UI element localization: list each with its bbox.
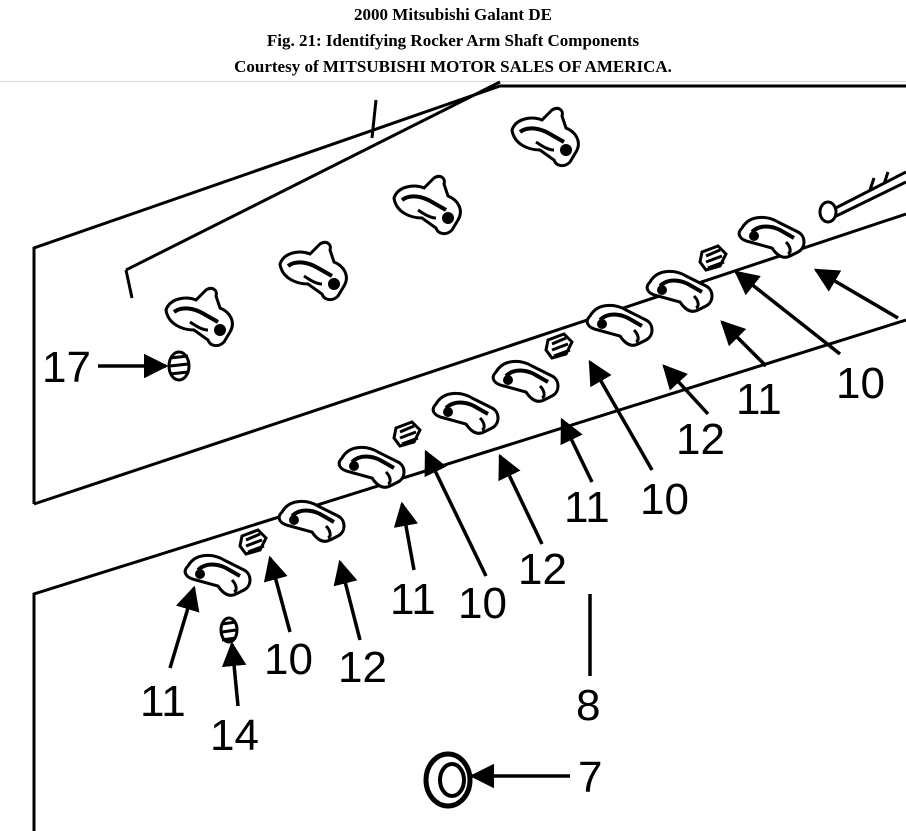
callout-7: 7	[578, 753, 602, 802]
callout-10-a: 10	[836, 359, 885, 408]
callout-11-c: 11	[390, 575, 436, 624]
callout-11-b: 11	[564, 483, 610, 532]
courtesy-line: Courtesy of MITSUBISHI MOTOR SALES OF AM…	[234, 57, 672, 76]
figure-caption: Fig. 21: Identifying Rocker Arm Shaft Co…	[266, 31, 640, 50]
spring-part-14	[219, 616, 239, 644]
callout-12-b: 12	[676, 415, 725, 464]
valve-adjuster-part-17	[167, 350, 191, 382]
callout-11-d: 11	[140, 677, 186, 726]
lower-rocker-shaft-panel	[32, 170, 906, 831]
callout-14: 14	[210, 711, 259, 760]
callout-10-c: 10	[458, 579, 507, 628]
callout-17: 17	[42, 343, 91, 392]
vehicle-title: 2000 Mitsubishi Galant DE	[354, 5, 552, 24]
callout-12-d: 12	[338, 643, 387, 692]
oil-seal-part-7	[423, 751, 473, 809]
callout-10-b: 10	[640, 475, 689, 524]
leader-lines	[98, 268, 899, 789]
callout-labels: 17 10 11 12 10 11 12 10 11 12 10 11 14 8…	[42, 343, 885, 802]
callout-11-a: 11	[736, 375, 782, 424]
upper-rocker-shaft-panel	[32, 80, 906, 506]
figure-header: 2000 Mitsubishi Galant DE Fig. 21: Ident…	[0, 0, 906, 82]
callout-12-c: 12	[518, 545, 567, 594]
callout-10-d: 10	[264, 635, 313, 684]
callout-8: 8	[576, 681, 600, 730]
